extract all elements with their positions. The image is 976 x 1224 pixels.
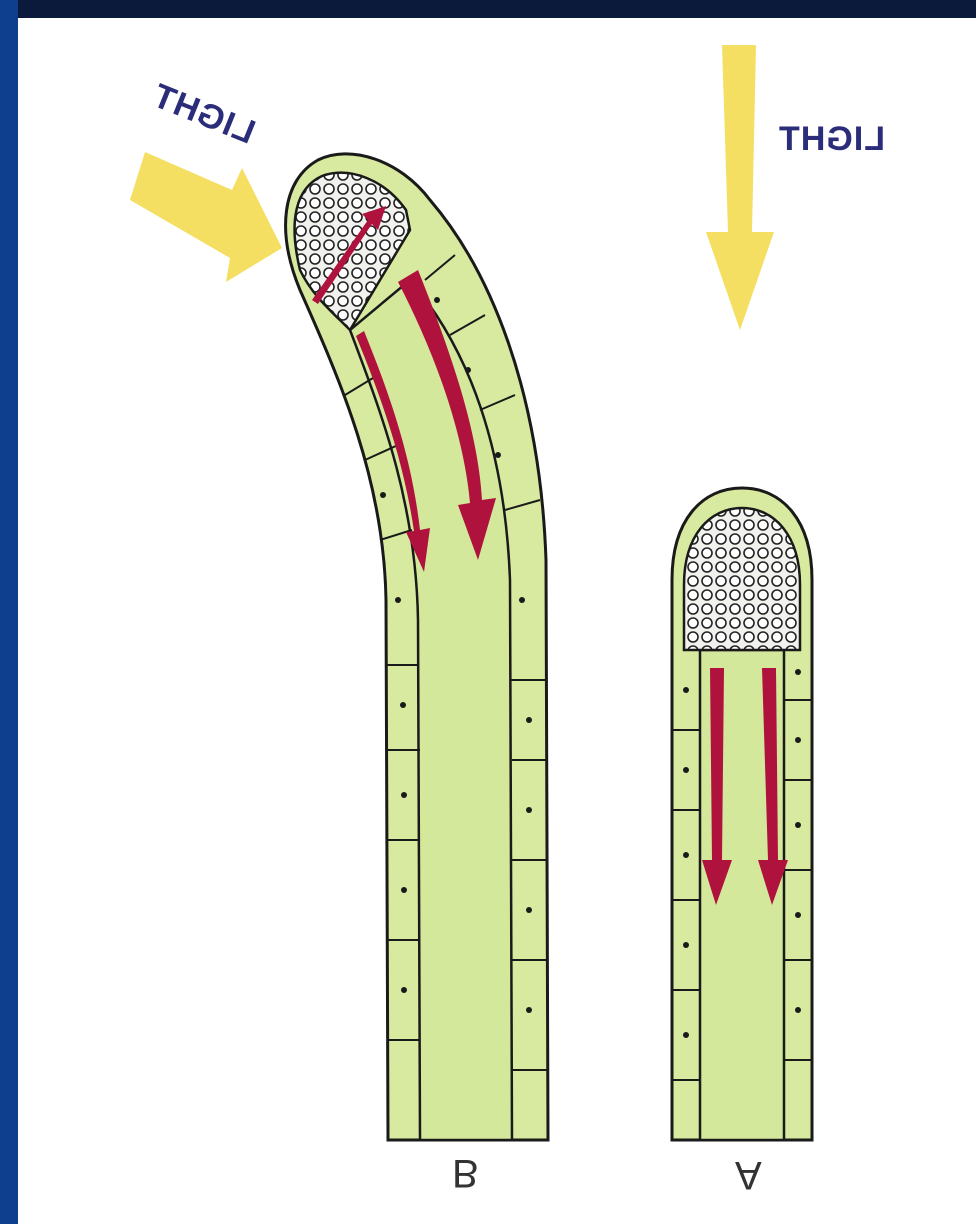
top-border bbox=[0, 0, 976, 18]
light-arrow-b bbox=[130, 152, 282, 282]
light-arrow-a bbox=[706, 45, 774, 330]
panel-label-b: B bbox=[452, 1150, 480, 1195]
panel-a bbox=[672, 488, 812, 1140]
left-border bbox=[0, 0, 18, 1224]
shoot-a-meristem bbox=[684, 508, 800, 650]
panel-b bbox=[286, 154, 548, 1140]
panel-label-a: A bbox=[735, 1152, 763, 1197]
light-label-a: LIGHT bbox=[778, 120, 885, 159]
